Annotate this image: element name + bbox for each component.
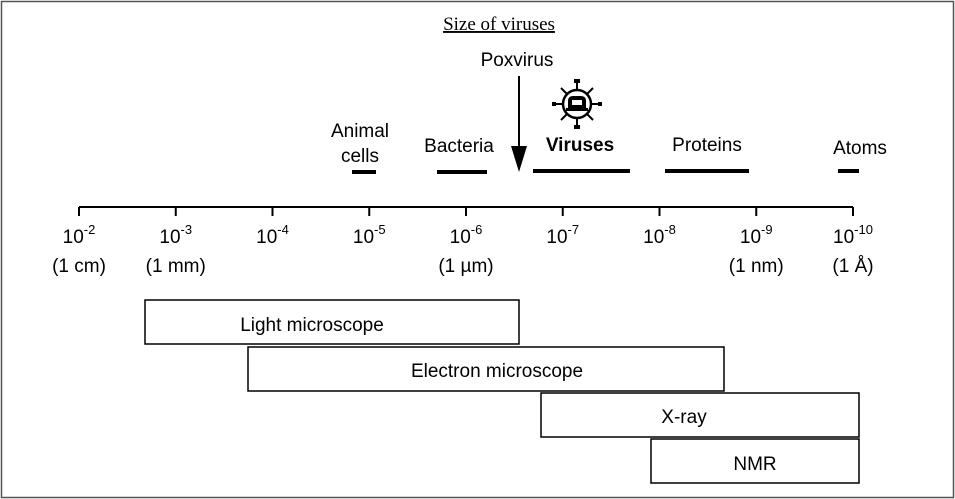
diagram-title: Size of viruses — [443, 14, 555, 35]
scale-tick-label: 10-7 — [546, 222, 579, 248]
virus-icon — [552, 79, 602, 129]
object-label-animal-line2: cells — [341, 146, 379, 167]
object-label-bacteria: Bacteria — [424, 136, 494, 157]
object-label-proteins: Proteins — [672, 135, 742, 156]
size-bar-atoms — [838, 169, 859, 173]
scale-tick-label: 10-8 — [643, 222, 676, 248]
range-label-xray: X-ray — [661, 407, 707, 428]
scale-unit-label: (1 µm) — [438, 256, 493, 277]
object-label-animal-line1: Animal — [331, 121, 389, 142]
scale-ticks: 10-2 (1 cm) 10-3 (1 mm) 10-4 10-5 10-6 (1 µm) 10… — [52, 207, 874, 277]
scale-tick-label: 10-9 — [740, 222, 773, 248]
scale-unit-label: (1 cm) — [52, 256, 106, 277]
range-box-xray — [540, 392, 860, 438]
range-box-nmr — [650, 438, 860, 484]
method-ranges: Light microscope Electron microscope X-r… — [144, 299, 860, 484]
range-box-light-microscope — [144, 299, 520, 345]
range-label-nmr: NMR — [733, 454, 776, 475]
poxvirus-label: Poxvirus — [481, 50, 554, 71]
scale-unit-label: (1 mm) — [146, 256, 206, 277]
range-label-light-microscope: Light microscope — [240, 315, 384, 336]
scale-tick-label: 10-6 — [450, 222, 483, 248]
range-box-electron-microscope — [247, 346, 725, 392]
down-arrow-icon — [511, 76, 527, 172]
object-label-atoms: Atoms — [833, 138, 887, 159]
object-size-group: Animal cells Bacteria Viruses Proteins A… — [331, 121, 887, 174]
scale-tick-label: 10-4 — [256, 222, 289, 248]
size-bar-viruses — [533, 169, 630, 173]
object-label-viruses: Viruses — [546, 135, 614, 156]
scale-unit-label: (1 nm) — [729, 256, 784, 277]
size-bar-proteins — [665, 169, 749, 173]
scale-tick-label: 10-2 — [63, 222, 96, 248]
scale-tick-label: 10-10 — [833, 222, 873, 248]
scale-unit-label: (1 Å) — [832, 256, 873, 277]
range-label-electron-microscope: Electron microscope — [411, 361, 583, 382]
size-bar-animal-cells — [352, 170, 376, 174]
size-bar-bacteria — [437, 170, 487, 174]
scale-tick-label: 10-5 — [353, 222, 386, 248]
scale-tick-label: 10-3 — [159, 222, 192, 248]
